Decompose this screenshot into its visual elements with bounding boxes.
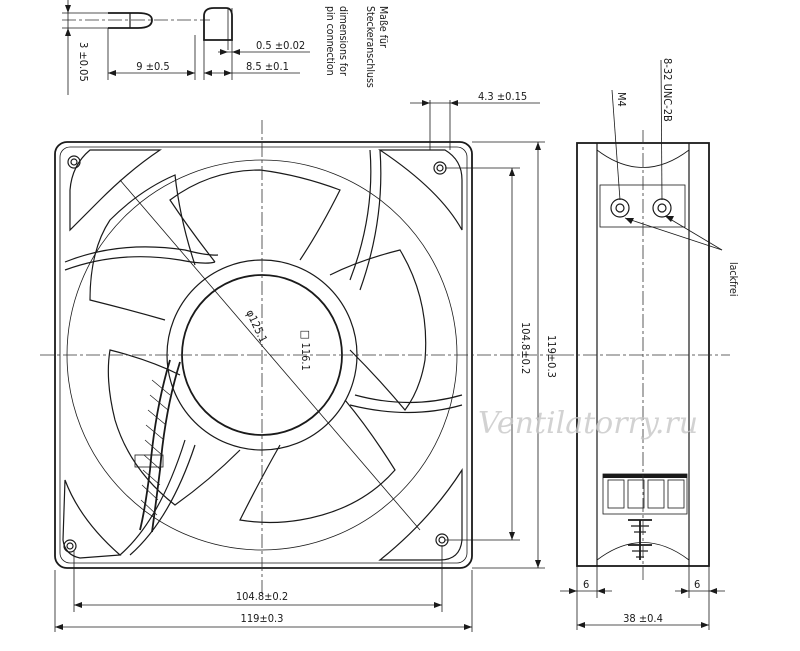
dim-overall-width: 119±0.3 (241, 612, 284, 625)
fan-side-view (560, 59, 730, 580)
dim-hole-offset: 4.3 ±0.15 (478, 90, 527, 103)
side-view-dimensions (560, 566, 725, 630)
dim-hole-spacing-horizontal: 104.8±0.2 (236, 590, 288, 603)
watermark: Ventilatorry.ru (478, 406, 698, 441)
note-thread-metric: M4 (615, 92, 628, 107)
note-thread-unc: 8-32 UNC-2B (661, 58, 674, 122)
dim-pin-length: 9 ±0.5 (136, 60, 169, 73)
dim-square: □ 116.1 (299, 330, 312, 371)
front-view-dimensions (54, 100, 545, 632)
dim-flange-left: 6 (583, 578, 589, 591)
dim-diameter: φ125.1 (243, 308, 270, 345)
dim-pin-width: 8.5 ±0.1 (246, 60, 289, 73)
note-lackfrei: lackfrei (727, 262, 739, 297)
note-pin-connection-en-1: dimensions for (337, 6, 349, 76)
note-pin-connection-de-1: Maße für (377, 6, 389, 48)
pin-connector-detail (62, 0, 310, 95)
dim-hole-spacing-vertical: 104.8±0.2 (519, 322, 532, 374)
dim-overall-height: 119±0.3 (545, 335, 558, 378)
dim-flange-right: 6 (694, 578, 700, 591)
note-pin-connection-en-2: pin connection (324, 6, 336, 76)
fan-front-view (40, 120, 560, 595)
note-pin-connection-de-2: Steckeranschluss (364, 6, 376, 88)
dim-pin-height: 3 ±0.05 (77, 42, 90, 82)
dim-pin-thickness: 0.5 ±0.02 (256, 39, 305, 52)
dim-depth: 38 ±0.4 (623, 612, 663, 625)
